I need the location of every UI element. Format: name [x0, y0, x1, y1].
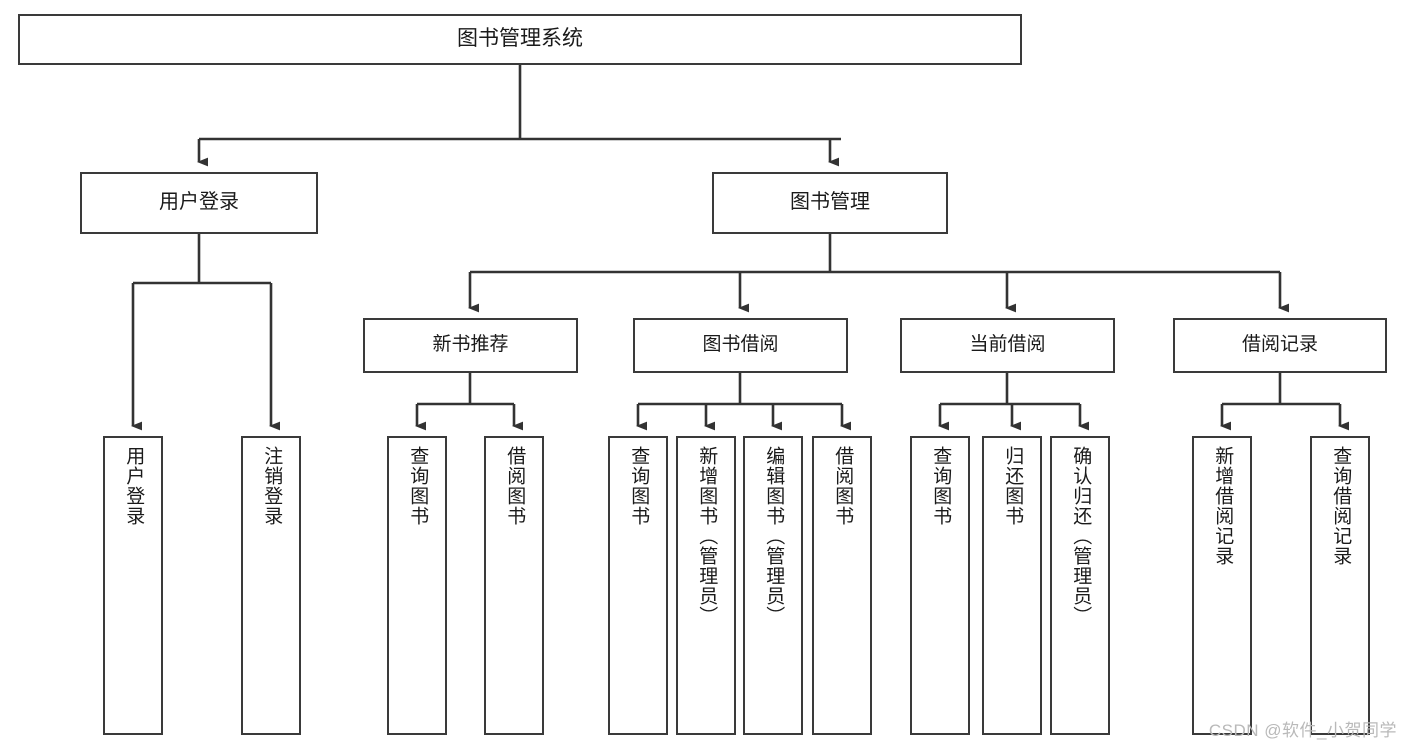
node-new-book-rec-label: 新书推荐 [432, 334, 509, 356]
node-leaf-user-login-label: 用户登录 [123, 446, 145, 526]
node-leaf-confirm-return-label: 确认归还（管理员） [1070, 446, 1092, 626]
node-book-manage-label: 图书管理 [790, 191, 870, 214]
node-current-borrow-label: 当前借阅 [969, 334, 1046, 356]
node-leaf-user-login[interactable]: 用户登录 [103, 436, 163, 735]
node-leaf-query-record-label: 查询借阅记录 [1330, 446, 1352, 566]
node-leaf-query-book-3-label: 查询图书 [930, 446, 952, 526]
node-leaf-borrow-book-1[interactable]: 借阅图书 [484, 436, 544, 735]
node-leaf-query-book-1-label: 查询图书 [407, 446, 429, 526]
node-book-manage[interactable]: 图书管理 [712, 172, 948, 234]
node-current-borrow[interactable]: 当前借阅 [900, 318, 1115, 373]
node-root-label: 图书管理系统 [457, 27, 583, 51]
node-leaf-borrow-book-2-label: 借阅图书 [832, 446, 854, 526]
node-book-borrow-label: 图书借阅 [702, 334, 779, 356]
node-leaf-add-record[interactable]: 新增借阅记录 [1192, 436, 1252, 735]
node-leaf-confirm-return[interactable]: 确认归还（管理员） [1050, 436, 1110, 735]
node-user-login-label: 用户登录 [159, 191, 239, 214]
node-user-login[interactable]: 用户登录 [80, 172, 318, 234]
node-root[interactable]: 图书管理系统 [18, 14, 1022, 65]
node-leaf-user-logout[interactable]: 注销登录 [241, 436, 301, 735]
node-borrow-record-label: 借阅记录 [1241, 334, 1318, 356]
node-leaf-query-record[interactable]: 查询借阅记录 [1310, 436, 1370, 735]
node-leaf-add-book-label: 新增图书（管理员） [696, 446, 718, 626]
node-leaf-borrow-book-2[interactable]: 借阅图书 [812, 436, 872, 735]
node-leaf-borrow-book-1-label: 借阅图书 [504, 446, 526, 526]
node-leaf-return-book[interactable]: 归还图书 [982, 436, 1042, 735]
node-leaf-edit-book-label: 编辑图书（管理员） [763, 446, 785, 626]
node-leaf-return-book-label: 归还图书 [1002, 446, 1024, 526]
node-leaf-edit-book[interactable]: 编辑图书（管理员） [743, 436, 803, 735]
node-leaf-add-book[interactable]: 新增图书（管理员） [676, 436, 736, 735]
node-borrow-record[interactable]: 借阅记录 [1173, 318, 1387, 373]
node-leaf-query-book-2[interactable]: 查询图书 [608, 436, 668, 735]
node-new-book-rec[interactable]: 新书推荐 [363, 318, 578, 373]
node-book-borrow[interactable]: 图书借阅 [633, 318, 848, 373]
node-leaf-query-book-3[interactable]: 查询图书 [910, 436, 970, 735]
node-leaf-query-book-1[interactable]: 查询图书 [387, 436, 447, 735]
watermark: CSDN @软件_小贺同学 [1208, 721, 1397, 740]
node-leaf-query-book-2-label: 查询图书 [628, 446, 650, 526]
node-leaf-add-record-label: 新增借阅记录 [1212, 446, 1234, 566]
node-leaf-user-logout-label: 注销登录 [261, 446, 283, 526]
